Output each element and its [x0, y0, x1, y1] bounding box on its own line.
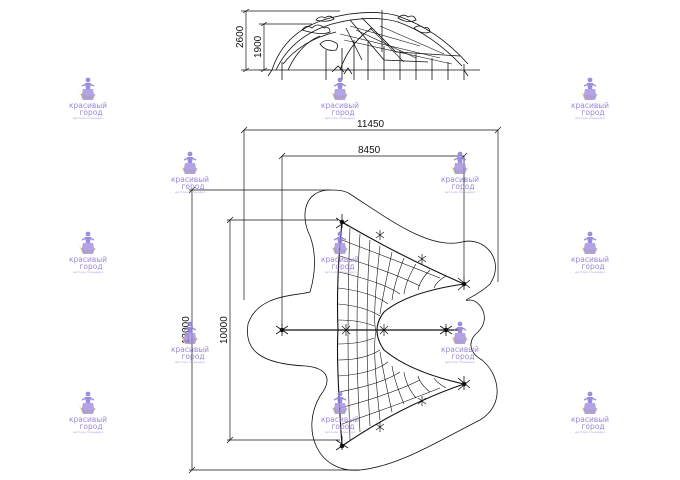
elevation-view — [267, 10, 480, 80]
watermark-tagline: детские площадки — [73, 116, 103, 120]
watermark-tagline: детские площадки — [575, 270, 605, 274]
watermark-line1: красивый — [571, 255, 609, 264]
watermark-line2: город — [79, 108, 102, 117]
watermark-line1: красивый — [69, 415, 107, 424]
watermark-line2: город — [451, 182, 474, 191]
watermark-line1: красивый — [69, 101, 107, 110]
watermark-line1: красивый — [571, 415, 609, 424]
plan-width-overall-label: 11450 — [357, 119, 385, 130]
watermark-line2: город — [79, 422, 102, 431]
kid-figure-logo-icon — [330, 230, 350, 255]
elevation-dimensions — [241, 8, 340, 73]
watermark-line2: город — [581, 262, 604, 271]
kid-figure-logo-icon — [78, 76, 98, 101]
kid-figure-logo-icon — [580, 76, 600, 101]
watermark-tagline: детские площадки — [175, 360, 205, 364]
watermark-line2: город — [451, 352, 474, 361]
watermark-tagline: детские площадки — [445, 190, 475, 194]
watermark-tagline: детские площадки — [575, 116, 605, 120]
watermark-line1: красивый — [571, 101, 609, 110]
plan-height-inner-label: 10000 — [219, 316, 230, 344]
safety-zone-outline — [247, 189, 498, 471]
kid-figure-logo-icon — [580, 390, 600, 415]
watermark-line2: город — [331, 262, 354, 271]
watermark-line2: город — [79, 262, 102, 271]
watermark-line1: красивый — [321, 415, 359, 424]
elevation-inner-height-label: 1900 — [253, 35, 264, 58]
watermark-tagline: детские площадки — [325, 116, 355, 120]
kid-figure-logo-icon — [450, 320, 470, 345]
net-structure — [275, 214, 471, 451]
watermark-line1: красивый — [321, 101, 359, 110]
plan-dimensions — [188, 126, 502, 474]
watermark-line2: город — [331, 422, 354, 431]
watermark-tagline: детские площадки — [73, 270, 103, 274]
kid-figure-logo-icon — [450, 150, 470, 175]
kid-figure-logo-icon — [78, 230, 98, 255]
watermark-line1: красивый — [321, 255, 359, 264]
plan-height-overall-label: 13000 — [181, 316, 192, 344]
watermark-line2: город — [331, 108, 354, 117]
watermark-line2: город — [581, 108, 604, 117]
watermark-tagline: детские площадки — [325, 270, 355, 274]
watermark-line1: красивый — [171, 345, 209, 354]
kid-figure-logo-icon — [180, 150, 200, 175]
watermark-line1: красивый — [441, 345, 479, 354]
watermark-tagline: детские площадки — [445, 360, 475, 364]
watermark-tagline: детские площадки — [325, 430, 355, 434]
watermark-tagline: детские площадки — [73, 430, 103, 434]
kid-figure-logo-icon — [78, 390, 98, 415]
watermark-line1: красивый — [171, 175, 209, 184]
kid-figure-logo-icon — [330, 390, 350, 415]
watermark-tagline: детские площадки — [175, 190, 205, 194]
kid-figure-logo-icon — [330, 76, 350, 101]
watermark-line1: красивый — [69, 255, 107, 264]
kid-figure-logo-icon — [580, 230, 600, 255]
watermark-line2: город — [181, 352, 204, 361]
watermark-line2: город — [181, 182, 204, 191]
watermark-line2: город — [581, 422, 604, 431]
plan-width-inner-label: 8450 — [358, 145, 381, 156]
watermark-tagline: детские площадки — [575, 430, 605, 434]
elevation-height-label: 2600 — [235, 25, 246, 48]
watermark-line1: красивый — [441, 175, 479, 184]
